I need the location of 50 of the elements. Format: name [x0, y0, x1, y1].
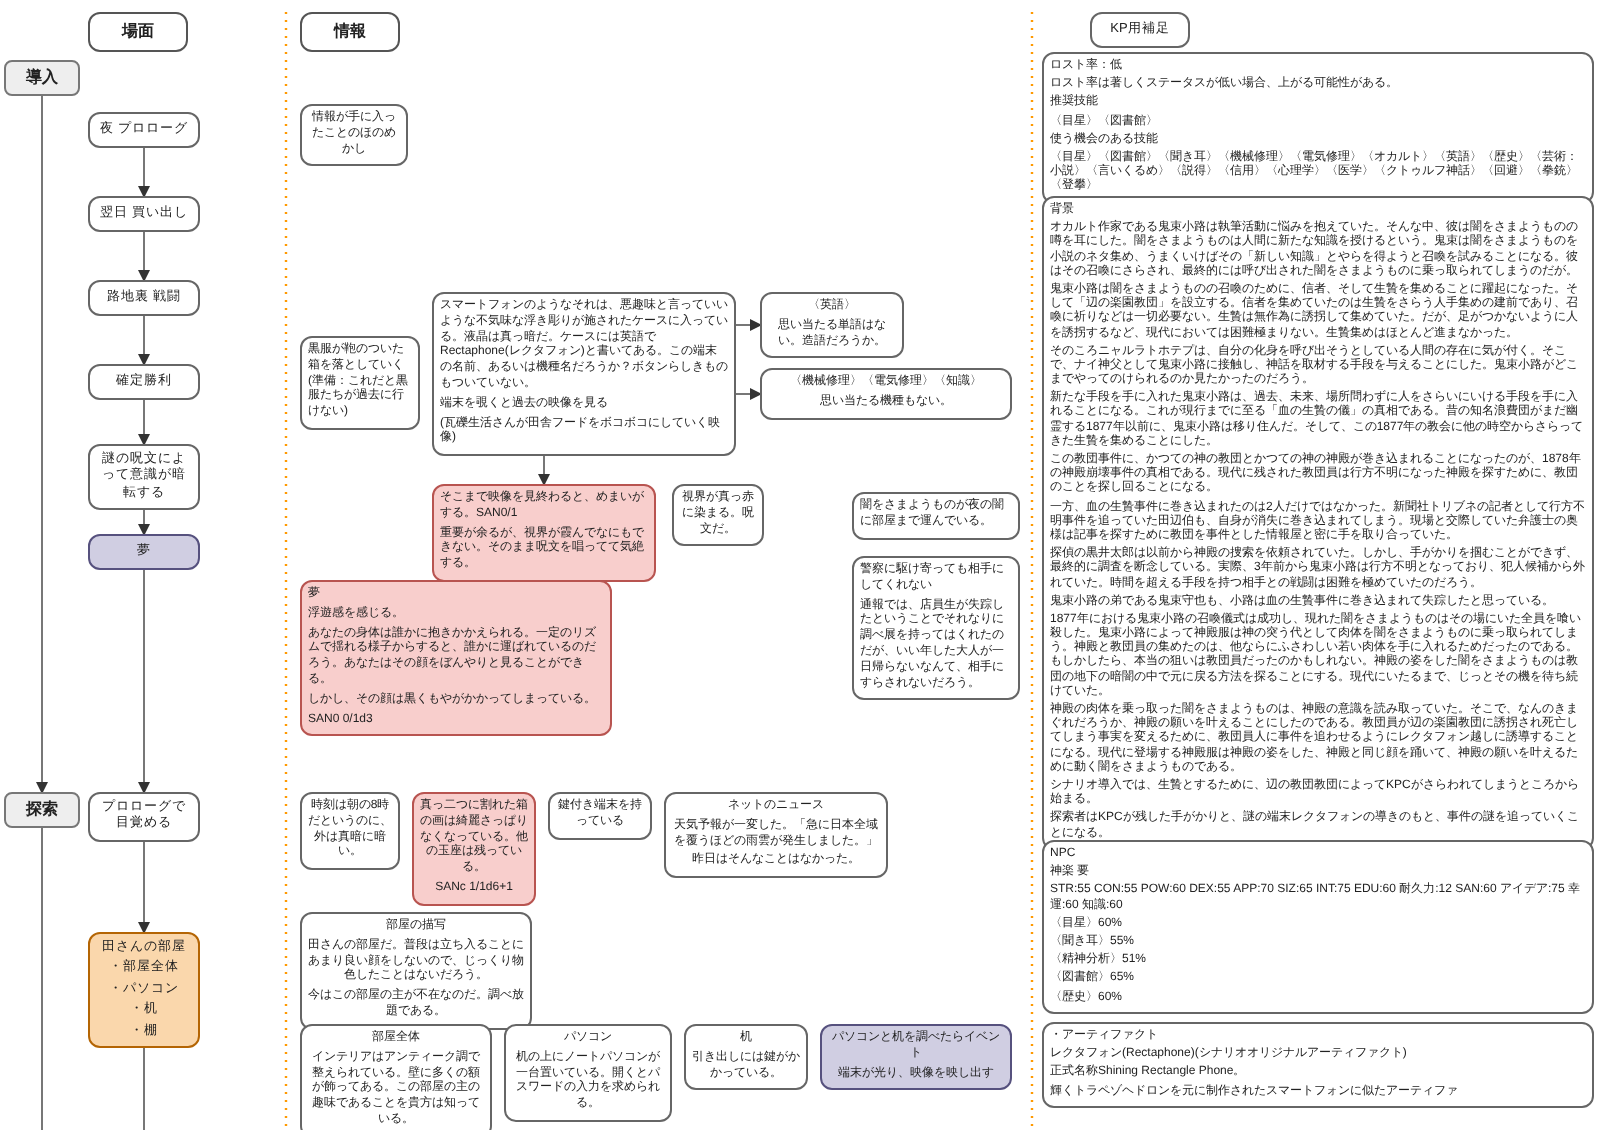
note-card	[1042, 196, 1594, 850]
note-card	[852, 492, 1020, 540]
note-card	[412, 792, 536, 906]
note-card	[504, 1024, 672, 1122]
card-text: 探索	[26, 800, 58, 821]
note-card	[432, 292, 736, 457]
note-card	[88, 932, 200, 1049]
note-card	[300, 912, 532, 1030]
note-card	[88, 792, 200, 842]
arrow	[138, 509, 150, 536]
note-card	[88, 196, 200, 232]
note-card	[300, 104, 408, 167]
arrow	[138, 841, 150, 934]
note-card	[88, 364, 200, 400]
arrow	[36, 95, 48, 794]
note-card	[88, 534, 200, 570]
note-card	[760, 292, 904, 359]
arrow	[138, 231, 150, 282]
note-card	[760, 368, 1012, 420]
section-label	[4, 60, 80, 97]
arrow	[138, 147, 150, 198]
column-header	[300, 12, 400, 53]
note-card	[1042, 52, 1594, 203]
column-header	[88, 12, 188, 53]
note-card	[300, 1024, 492, 1130]
section-label	[4, 792, 80, 829]
note-card	[548, 792, 652, 840]
note-card	[88, 280, 200, 316]
card-text: 場面	[122, 22, 154, 43]
arrow	[735, 388, 762, 400]
note-card	[432, 484, 656, 582]
note-card	[664, 792, 888, 879]
arrow	[538, 455, 550, 486]
arrow	[138, 569, 150, 794]
connector-line	[143, 1047, 145, 1130]
note-card	[300, 580, 612, 737]
card-text: 導入	[26, 68, 58, 89]
note-card	[1042, 840, 1594, 1014]
note-card	[852, 556, 1020, 701]
arrow	[138, 399, 150, 446]
note-card	[820, 1024, 1012, 1091]
note-card	[1042, 1022, 1594, 1108]
note-card	[88, 444, 200, 511]
connector-line	[41, 827, 43, 1130]
note-card	[684, 1024, 808, 1091]
note-card	[88, 112, 200, 148]
note-card	[1090, 12, 1190, 48]
arrow	[138, 315, 150, 366]
card-text: 情報	[334, 22, 366, 43]
arrow	[735, 319, 762, 331]
